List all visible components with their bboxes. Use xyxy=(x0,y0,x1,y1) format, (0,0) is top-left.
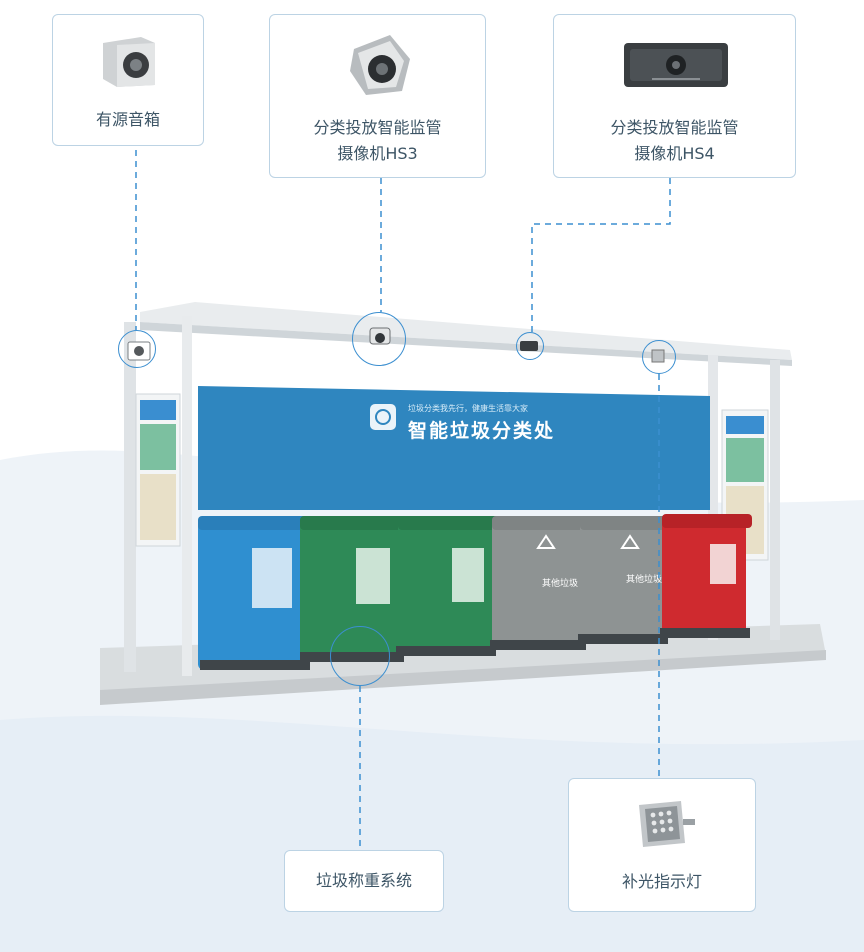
post-left-back xyxy=(182,316,192,676)
speaker-highlight xyxy=(118,330,156,368)
banner-board xyxy=(198,386,710,510)
bin-other-1 xyxy=(492,520,584,648)
post-left-front xyxy=(124,322,136,672)
camera-hs3-highlight xyxy=(352,312,406,366)
banner-title: 智能垃圾分类处 xyxy=(408,420,556,442)
bins-group xyxy=(198,514,752,670)
camera-icon xyxy=(350,35,410,95)
roof xyxy=(140,302,792,360)
callout-light-label: 补光指示灯 xyxy=(621,872,702,891)
light-highlight xyxy=(642,340,676,374)
post-right-back xyxy=(708,355,718,640)
callout-camera-hs4: 分类投放智能监管 摄像机HS4 xyxy=(553,14,796,178)
callout-speaker: 有源音箱 xyxy=(52,14,204,146)
callout-camera-hs3-label: 分类投放智能监管 摄像机HS3 xyxy=(313,118,442,163)
floodlight-icon xyxy=(639,801,695,847)
speaker-icon xyxy=(103,37,155,87)
banner-slogan: 垃圾分类我先行，健康生活靠大家 xyxy=(408,404,528,413)
camera-hs4-connector xyxy=(531,178,671,332)
weighing-highlight xyxy=(330,626,390,686)
callout-camera-hs4-label: 分类投放智能监管 摄像机HS4 xyxy=(610,118,739,163)
callout-light: 补光指示灯 xyxy=(568,778,756,912)
callout-weighing-label: 垃圾称重系统 xyxy=(315,871,412,890)
camera-hs4-highlight xyxy=(516,332,544,360)
callout-camera-hs3: 分类投放智能监管 摄像机HS3 xyxy=(269,14,486,178)
callout-speaker-label: 有源音箱 xyxy=(95,110,160,129)
bin-label-other-1: 其他垃圾 xyxy=(542,579,579,589)
bin-other-2 xyxy=(580,520,666,642)
post-right-front xyxy=(770,360,780,640)
camera-box-icon xyxy=(624,43,728,87)
bin-label-other-2: 其他垃圾 xyxy=(626,575,663,585)
callout-weighing: 垃圾称重系统 xyxy=(284,850,444,912)
